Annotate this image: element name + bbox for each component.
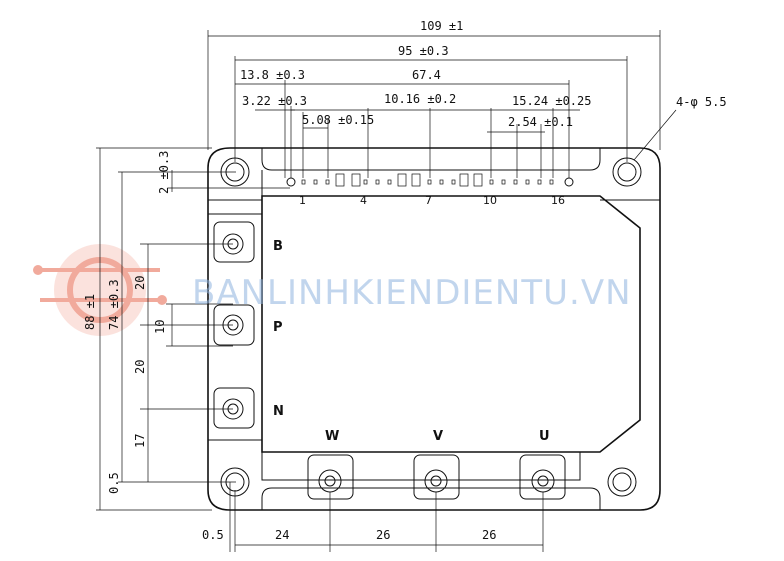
alignment-pin-left xyxy=(286,177,296,187)
mounting-hole-top-right xyxy=(612,157,642,187)
dim-p-to-n: 20 xyxy=(133,360,147,374)
signal-pin-row xyxy=(301,173,554,187)
dim-height-total: 88 ±1 xyxy=(83,294,97,330)
pin-number-10: 10 xyxy=(483,194,497,207)
leader-mount-holes xyxy=(633,109,677,161)
mounting-hole-bottom-right xyxy=(607,467,637,497)
dimension-lines-top xyxy=(207,30,661,178)
terminal-b xyxy=(213,221,255,263)
dim-bottom-offset: 0.5 xyxy=(107,472,121,494)
dim-pin-height: 2 ±0.3 xyxy=(157,151,171,194)
terminal-label-p: P xyxy=(273,320,283,335)
dim-n-offset: 17 xyxy=(133,434,147,448)
pin-number-4: 4 xyxy=(360,194,367,207)
terminal-v xyxy=(413,454,460,500)
dim-terminal-span: 95 ±0.3 xyxy=(398,44,449,58)
dim-height-inner: 74 ±0.3 xyxy=(107,279,121,330)
dimension-lines-bottom xyxy=(229,482,544,552)
pin-number-1: 1 xyxy=(299,194,306,207)
dim-inner-span: 67.4 xyxy=(412,68,441,82)
dim-w-pos: 24 xyxy=(275,528,289,542)
terminal-label-u: U xyxy=(539,429,550,444)
terminal-label-w: W xyxy=(325,429,339,444)
alignment-pin-right xyxy=(564,177,574,187)
dim-left-offset: 0.5 xyxy=(202,528,224,542)
dim-pin-offset: 3.22 ±0.3 xyxy=(242,94,307,108)
terminal-u xyxy=(519,454,566,500)
dim-v-pos: 26 xyxy=(376,528,390,542)
dim-u-pos: 26 xyxy=(482,528,496,542)
dim-pin-group: 5.08 ±0.15 xyxy=(302,113,374,127)
terminal-label-b: B xyxy=(273,239,283,254)
terminal-label-v: V xyxy=(433,429,443,444)
dim-offset-left: 13.8 ±0.3 xyxy=(240,68,305,82)
dim-p-width: 10 xyxy=(153,320,167,334)
pin-number-7: 7 xyxy=(425,194,432,207)
module-body xyxy=(207,147,661,511)
dim-pin-pitch: 2.54 ±0.1 xyxy=(508,115,573,129)
terminal-n xyxy=(213,387,255,429)
dimension-lines-left xyxy=(96,147,290,511)
dim-pin-pitch-10: 10.16 ±0.2 xyxy=(384,92,456,106)
dim-pin-pitch-15: 15.24 ±0.25 xyxy=(512,94,591,108)
dim-overall-width: 109 ±1 xyxy=(420,19,463,33)
terminal-label-n: N xyxy=(273,404,284,419)
terminal-w xyxy=(307,454,354,500)
dim-mount-holes: 4-φ 5.5 xyxy=(676,95,727,109)
dim-b-to-p: 20 xyxy=(133,276,147,290)
pin-number-16: 16 xyxy=(551,194,565,207)
watermark-text: BANLINHKIENDIENTU.VN xyxy=(192,273,632,313)
